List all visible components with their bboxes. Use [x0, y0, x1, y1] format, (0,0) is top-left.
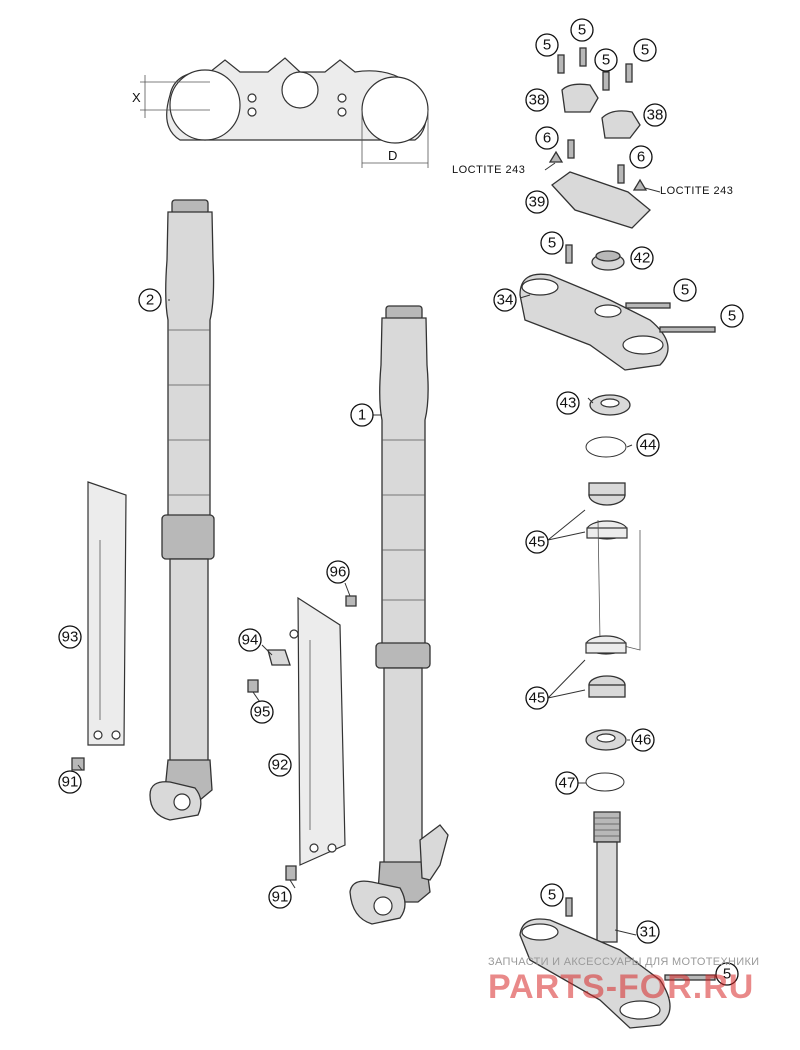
fork-leg-left — [149, 199, 215, 821]
callout-5-i: 5 — [715, 962, 739, 986]
svg-text:34: 34 — [497, 292, 514, 309]
svg-text:5: 5 — [723, 966, 731, 983]
svg-text:95: 95 — [254, 704, 271, 721]
svg-text:5: 5 — [578, 22, 586, 39]
callout-5-f: 5 — [673, 278, 697, 302]
callout-43: 43 — [556, 391, 580, 415]
callout-91-a: 91 — [58, 770, 82, 794]
fork-guard-left — [71, 481, 127, 771]
callout-5-c: 5 — [633, 38, 657, 62]
callout-1: 1 — [350, 403, 374, 427]
fork-guard-right — [247, 595, 357, 881]
callout-34: 34 — [493, 288, 517, 312]
callout-46: 46 — [631, 728, 655, 752]
lower-triple-clamp-stem — [519, 811, 716, 1029]
callouts: 5 5 5 5 38 38 6 6 39 5 42 34 5 5 43 44 4… — [58, 18, 744, 986]
svg-text:39: 39 — [529, 194, 546, 211]
handlebar-clamps — [548, 47, 651, 229]
svg-text:93: 93 — [62, 629, 79, 646]
callout-5-d: 5 — [594, 48, 618, 72]
svg-text:92: 92 — [272, 757, 289, 774]
watermark-caption: ЗАПЧАСТИ И АКСЕССУАРЫ ДЛЯ МОТОТЕХНИКИ — [488, 956, 760, 968]
leader-lines — [77, 162, 661, 936]
svg-text:5: 5 — [728, 308, 736, 325]
callout-93: 93 — [58, 625, 82, 649]
loctite-label-left: LOCTITE 243 — [452, 164, 525, 176]
svg-text:42: 42 — [634, 250, 651, 267]
callout-5-g: 5 — [720, 304, 744, 328]
svg-text:47: 47 — [559, 775, 576, 792]
callout-6-a: 6 — [535, 126, 559, 150]
svg-text:43: 43 — [560, 395, 577, 412]
callout-5-e: 5 — [540, 231, 564, 255]
callout-5-b: 5 — [570, 18, 594, 42]
svg-text:45: 45 — [529, 534, 546, 551]
upper-triple-clamp — [519, 244, 716, 371]
svg-text:5: 5 — [543, 37, 551, 54]
fork-leg-right — [349, 305, 449, 925]
callout-96: 96 — [326, 560, 350, 584]
svg-text:45: 45 — [529, 690, 546, 707]
svg-text:5: 5 — [548, 887, 556, 904]
svg-text:38: 38 — [529, 92, 546, 109]
callout-2: 2 — [138, 288, 162, 312]
svg-text:94: 94 — [242, 632, 259, 649]
svg-text:6: 6 — [637, 149, 645, 166]
callout-94: 94 — [238, 628, 262, 652]
svg-text:91: 91 — [62, 774, 79, 791]
svg-text:5: 5 — [641, 42, 649, 59]
svg-text:2: 2 — [146, 292, 154, 309]
callout-38-a: 38 — [525, 88, 549, 112]
callout-5-h: 5 — [540, 883, 564, 907]
svg-text:5: 5 — [602, 52, 610, 69]
triple-clamp-dimension-sketch: X D — [132, 57, 429, 168]
callout-45-a: 45 — [525, 530, 549, 554]
callout-5-a: 5 — [535, 33, 559, 57]
svg-text:96: 96 — [330, 564, 347, 581]
callout-39: 39 — [525, 190, 549, 214]
svg-text:38: 38 — [647, 107, 664, 124]
dim-d-label: D — [388, 148, 397, 163]
callout-45-b: 45 — [525, 686, 549, 710]
callout-6-b: 6 — [629, 145, 653, 169]
svg-text:5: 5 — [548, 235, 556, 252]
callout-44: 44 — [636, 433, 660, 457]
svg-text:91: 91 — [272, 889, 289, 906]
callout-95: 95 — [250, 700, 274, 724]
callout-91-b: 91 — [268, 885, 292, 909]
callout-31: 31 — [636, 920, 660, 944]
loctite-label-right: LOCTITE 243 — [660, 185, 733, 197]
callout-42: 42 — [630, 246, 654, 270]
svg-text:5: 5 — [681, 282, 689, 299]
svg-text:46: 46 — [635, 732, 652, 749]
dim-x-label: X — [132, 90, 141, 105]
svg-text:6: 6 — [543, 130, 551, 147]
callout-38-b: 38 — [643, 103, 667, 127]
svg-text:31: 31 — [640, 924, 657, 941]
callout-92: 92 — [268, 753, 292, 777]
svg-text:1: 1 — [358, 407, 366, 424]
watermark-brand: PARTS-FOR.RU — [488, 968, 755, 1006]
callout-47: 47 — [555, 771, 579, 795]
steering-bearings — [585, 394, 641, 792]
svg-text:44: 44 — [640, 437, 657, 454]
